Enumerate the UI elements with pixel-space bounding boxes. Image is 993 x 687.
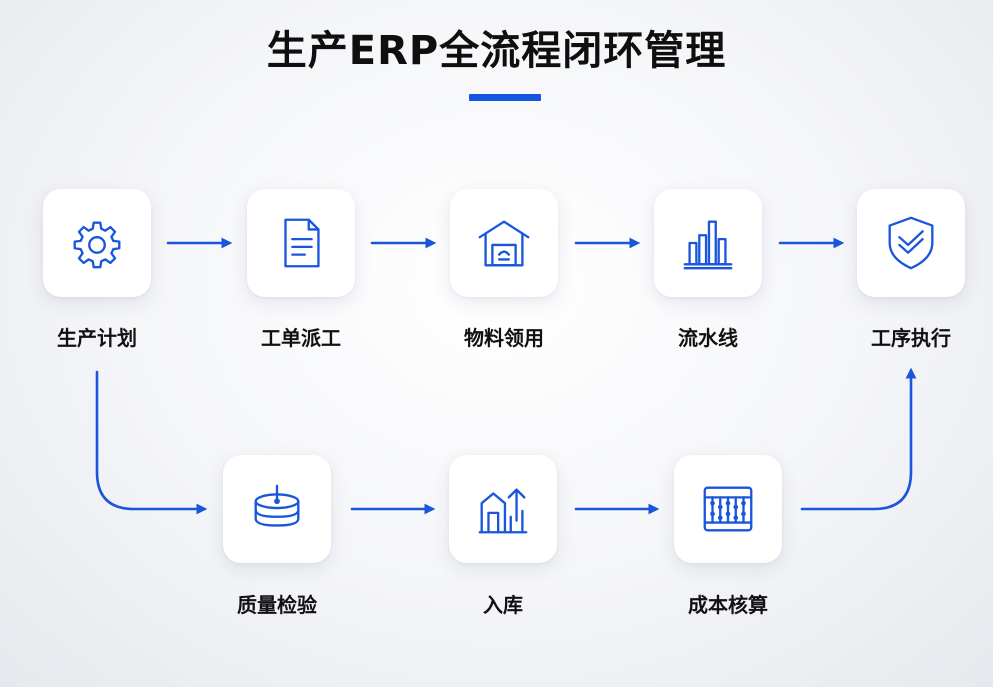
warehouse-upload-icon xyxy=(478,488,528,534)
page-title: 生产ERP全流程闭环管理 xyxy=(266,28,727,74)
shield-check-icon xyxy=(888,216,934,270)
label-line: 流水线 xyxy=(678,326,738,350)
label-cost: 成本核算 xyxy=(688,593,768,617)
label-plan: 生产计划 xyxy=(57,326,137,350)
arrow-cost-to-execute xyxy=(800,367,917,511)
label-storage: 入库 xyxy=(483,593,523,617)
arrow-plan-to-quality xyxy=(95,370,208,515)
label-dispatch: 工单派工 xyxy=(261,326,341,350)
label-execute: 工序执行 xyxy=(871,326,951,350)
node-line xyxy=(654,189,762,297)
node-storage xyxy=(449,455,557,563)
label-material: 物料领用 xyxy=(464,326,544,350)
gear-icon xyxy=(73,221,121,269)
title-underline xyxy=(469,94,541,101)
abacus-icon xyxy=(703,486,753,532)
warehouse-icon xyxy=(478,220,530,267)
stacked-disk-icon xyxy=(254,484,300,527)
document-icon xyxy=(284,218,320,268)
node-plan xyxy=(43,189,151,297)
bar-chart-icon xyxy=(683,220,733,270)
label-quality: 质量检验 xyxy=(237,593,317,617)
node-dispatch xyxy=(247,189,355,297)
node-material xyxy=(450,189,558,297)
node-quality xyxy=(223,455,331,563)
node-execute xyxy=(857,189,965,297)
node-cost xyxy=(674,455,782,563)
